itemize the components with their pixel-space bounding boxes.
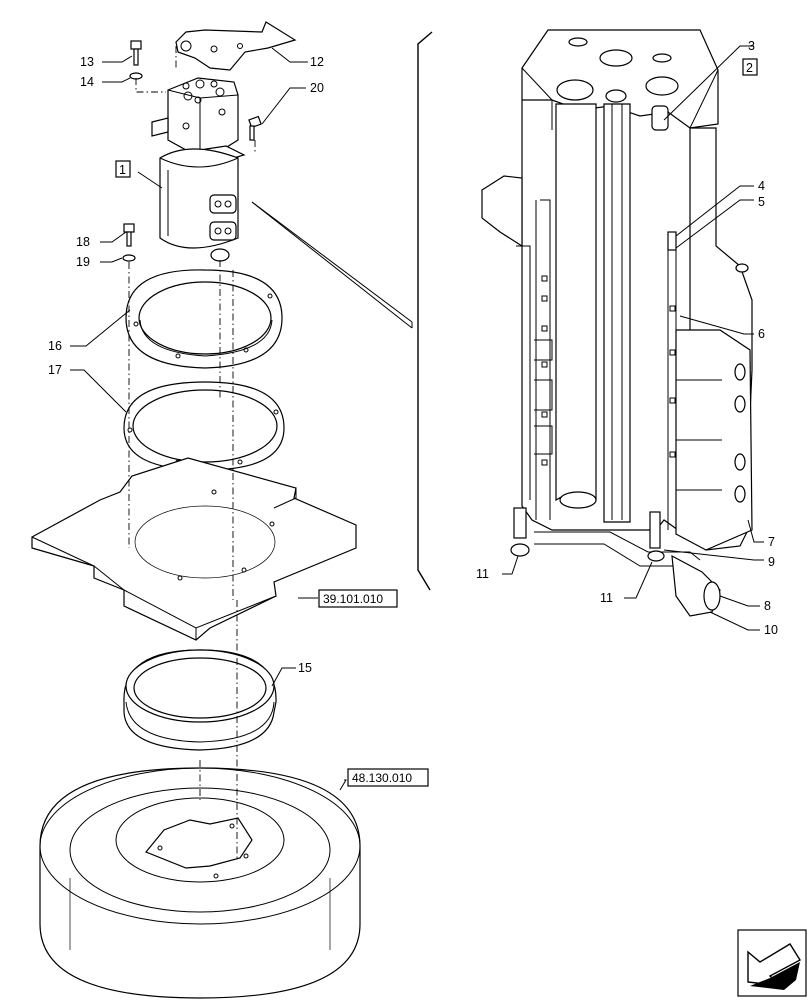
reference-48-130-010: 48.130.010 — [352, 771, 412, 785]
callout-13: 13 — [80, 55, 94, 69]
callout-leaders — [70, 45, 764, 791]
callout-3: 3 — [748, 39, 755, 53]
callout-17: 17 — [48, 363, 62, 377]
callout-20: 20 — [310, 81, 324, 95]
callout-labels: 13 14 12 20 1 18 19 16 17 15 39.101.010 … — [48, 39, 778, 787]
callout-5: 5 — [758, 195, 765, 209]
bolt-part — [122, 223, 136, 262]
callout-9: 9 — [768, 555, 775, 569]
section-view — [481, 29, 753, 617]
callout-10: 10 — [764, 623, 778, 637]
callout-15: 15 — [298, 661, 312, 675]
callout-11: 11 — [476, 567, 489, 581]
callout-19: 19 — [76, 255, 90, 269]
callout-7: 7 — [768, 535, 775, 549]
support-plate-part — [31, 457, 357, 641]
gasket-part — [123, 381, 285, 471]
callout-14: 14 — [80, 75, 94, 89]
seal-ring-part — [123, 649, 277, 751]
callout-8: 8 — [764, 599, 771, 613]
view-separator — [417, 31, 433, 591]
callout-16: 16 — [48, 339, 62, 353]
lever-part — [175, 21, 297, 71]
flange-ring-part — [125, 269, 283, 369]
callout-18: 18 — [76, 235, 90, 249]
callout-11: 11 — [600, 591, 613, 605]
bolt-part — [129, 40, 143, 80]
base-ring-part — [39, 767, 361, 999]
navigation-arrow-icon[interactable] — [737, 929, 807, 997]
callout-12: 12 — [310, 55, 324, 69]
reference-39-101-010: 39.101.010 — [323, 592, 383, 606]
alignment-lines — [128, 46, 256, 858]
callout-2: 2 — [746, 61, 753, 75]
callout-4: 4 — [758, 179, 765, 193]
rotary-joint-part — [151, 77, 246, 262]
callout-1: 1 — [119, 163, 126, 177]
bolt-part — [248, 115, 262, 141]
callout-6: 6 — [758, 327, 765, 341]
